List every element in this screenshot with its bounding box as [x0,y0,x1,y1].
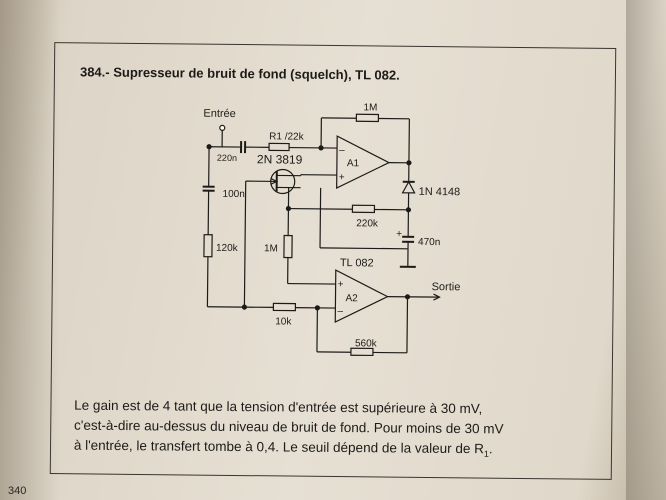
caption-line-3: à l'entrée, le transfert tombe à 0,4. Le… [73,437,493,459]
svg-text:–: – [337,306,343,317]
label-sortie: Sortie [432,281,461,293]
svg-text:+: + [338,279,344,290]
label-tl082: TL 082 [340,257,374,269]
input-terminal [219,124,226,131]
label-diode: 1N 4148 [419,186,461,198]
label-a1: A1 [347,158,360,169]
label-120k: 120k [216,243,239,254]
resistor-120k [203,234,213,258]
resistor-1m-gate [283,234,293,259]
book-spine-shadow [0,0,60,500]
caption-text: Le gain est de 4 tant que la tension d'e… [74,396,615,465]
page-number: 340 [8,485,27,497]
resistor-220k [351,204,376,214]
label-560k: 560k [355,338,378,349]
label-100n: 100n [223,189,245,200]
label-1m-feedback: 1M [363,102,377,113]
resistor-10k [272,302,297,312]
svg-text:+: + [339,172,345,183]
opamp-a1 [336,135,391,190]
label-entree: Entrée [203,108,236,120]
label-220n: 220n [217,153,237,163]
label-r1: R1 /22k [269,131,305,142]
label-a2: A2 [345,293,358,304]
svg-text:–: – [339,145,345,156]
label-10k: 10k [275,316,292,327]
svg-text:+: + [396,229,402,240]
resistor-r1 [268,142,290,152]
label-220k: 220k [356,218,379,229]
label-1m-gate: 1M [264,243,278,254]
resistor-1m-feedback [355,113,380,123]
opamp-a2 [334,269,389,324]
label-470n: 470n [418,237,440,248]
adjacent-page-edge [626,0,666,500]
label-fet: 2N 3819 [257,152,303,166]
diode-1n4148 [401,180,416,194]
